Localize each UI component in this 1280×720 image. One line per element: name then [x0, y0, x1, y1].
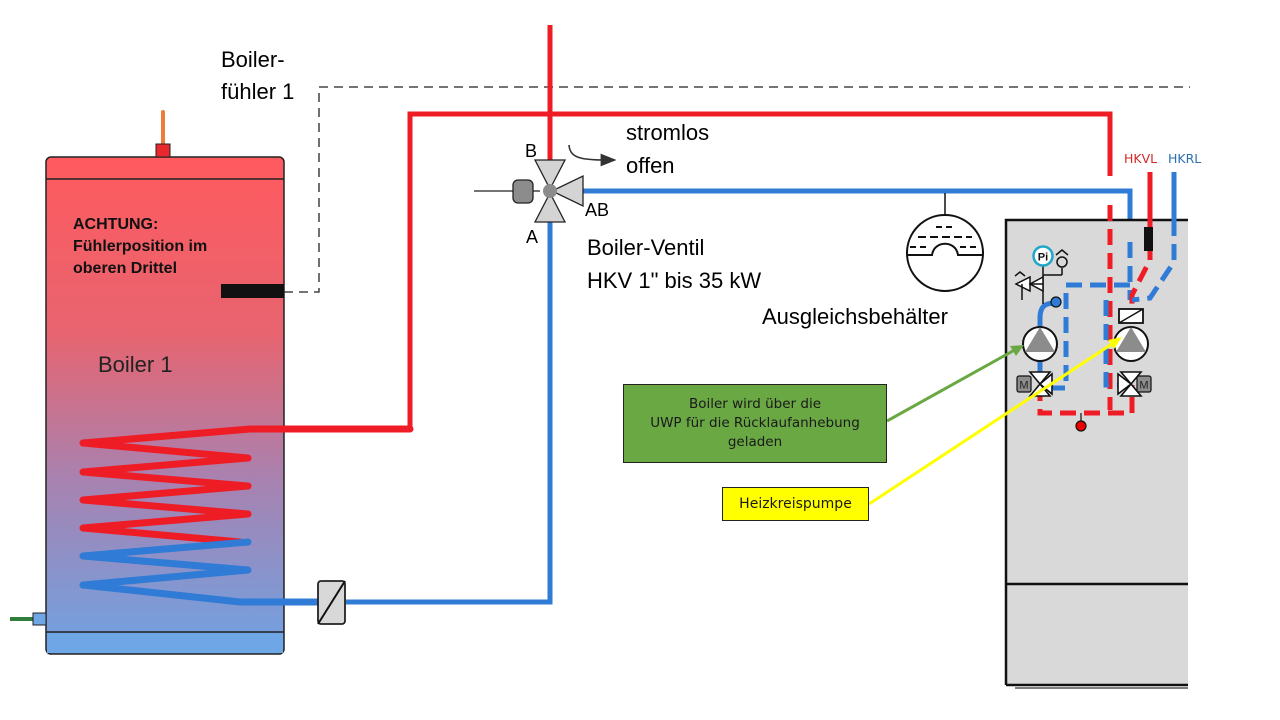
internal-piping	[1037, 172, 1177, 416]
boiler-warning: ACHTUNG: Fühlerposition im oberen Dritte…	[73, 214, 207, 280]
valve-port-b: B	[525, 141, 537, 161]
top-outlet-pipe	[155, 110, 171, 158]
expansion-tank-label: Ausgleichsbehälter	[762, 304, 948, 329]
valve-port-a: A	[526, 227, 538, 247]
air-vent-icon	[1050, 296, 1062, 308]
sensor-label-line1: Boiler-	[221, 47, 285, 72]
bottom-inlet-pipe	[10, 612, 47, 626]
green-callout-line2: UWP für die Rücklaufanhebung	[650, 415, 860, 431]
warning-line1: ACHTUNG:	[73, 216, 159, 233]
drain-valve-icon	[1075, 420, 1087, 432]
pressure-gauge-icon	[1032, 245, 1054, 267]
three-way-valve	[474, 159, 584, 223]
hkrl-label: HKRL	[1168, 151, 1201, 166]
green-callout: Boiler wird über die UWP für die Rücklau…	[623, 384, 887, 463]
green-callout-line1: Boiler wird über die	[688, 396, 822, 412]
valve-port-ab: AB	[585, 200, 609, 220]
green-callout-line3: geladen	[727, 434, 783, 450]
motor-label-right: M	[1139, 380, 1148, 392]
sensor-probe	[221, 284, 284, 298]
sensor-label-line2: fühler 1	[221, 79, 294, 104]
gauge-label: Pi	[1038, 252, 1048, 264]
heating-unit	[1004, 218, 1188, 689]
cold-return-pipe	[346, 215, 553, 605]
check-valve	[317, 580, 346, 625]
direction-arrow-icon	[568, 144, 617, 167]
sensor-cable	[284, 86, 1190, 293]
boiler-pump-uwp	[1022, 326, 1058, 362]
boiler-name: Boiler 1	[98, 352, 173, 377]
green-leader-line	[886, 345, 1021, 423]
valve-name-line2: HKV 1" bis 35 kW	[587, 268, 761, 293]
connection-clamp	[1144, 227, 1153, 251]
yellow-leader-line	[868, 338, 1119, 506]
expansion-tank	[906, 193, 984, 292]
heating-coil	[79, 425, 414, 606]
safety-group	[1014, 249, 1069, 304]
valve-state-line2: offen	[626, 153, 675, 178]
yellow-callout: Heizkreispumpe	[722, 487, 869, 521]
valve-state-line1: stromlos	[626, 120, 709, 145]
heating-circuit-pump	[1113, 308, 1149, 362]
motor-label-left: M	[1019, 380, 1028, 392]
hkvl-label: HKVL	[1124, 151, 1157, 166]
motor-valve-right	[1117, 371, 1152, 397]
valve-name-line1: Boiler-Ventil	[587, 235, 704, 260]
warning-line3: oberen Drittel	[73, 260, 178, 277]
hot-supply-pipe	[407, 111, 1113, 429]
warning-line2: Fühlerposition im	[73, 238, 208, 255]
